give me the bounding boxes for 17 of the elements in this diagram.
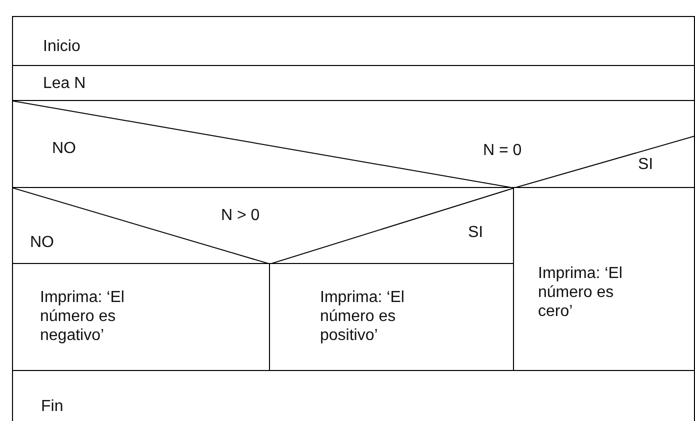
step-text: Lea N xyxy=(43,74,86,93)
process-block xyxy=(12,16,695,66)
step-text: Imprima: ‘El número es negativo’ xyxy=(40,288,126,345)
step-text: Inicio xyxy=(43,37,80,56)
step-text: Imprima: ‘El número es cero’ xyxy=(538,264,624,321)
process-block xyxy=(12,263,270,371)
branch-label: NO xyxy=(52,140,76,158)
input-block xyxy=(12,65,695,101)
step-text: Imprima: ‘El número es positivo’ xyxy=(320,288,406,345)
branch-label: SI xyxy=(468,224,484,242)
condition-text: N > 0 xyxy=(221,206,260,225)
process-block xyxy=(513,187,695,371)
step-text: Fin xyxy=(41,397,64,416)
branch-label: NO xyxy=(30,234,54,252)
process-block xyxy=(12,370,695,421)
condition-text: N = 0 xyxy=(483,141,522,160)
branch-label: SI xyxy=(638,156,654,174)
